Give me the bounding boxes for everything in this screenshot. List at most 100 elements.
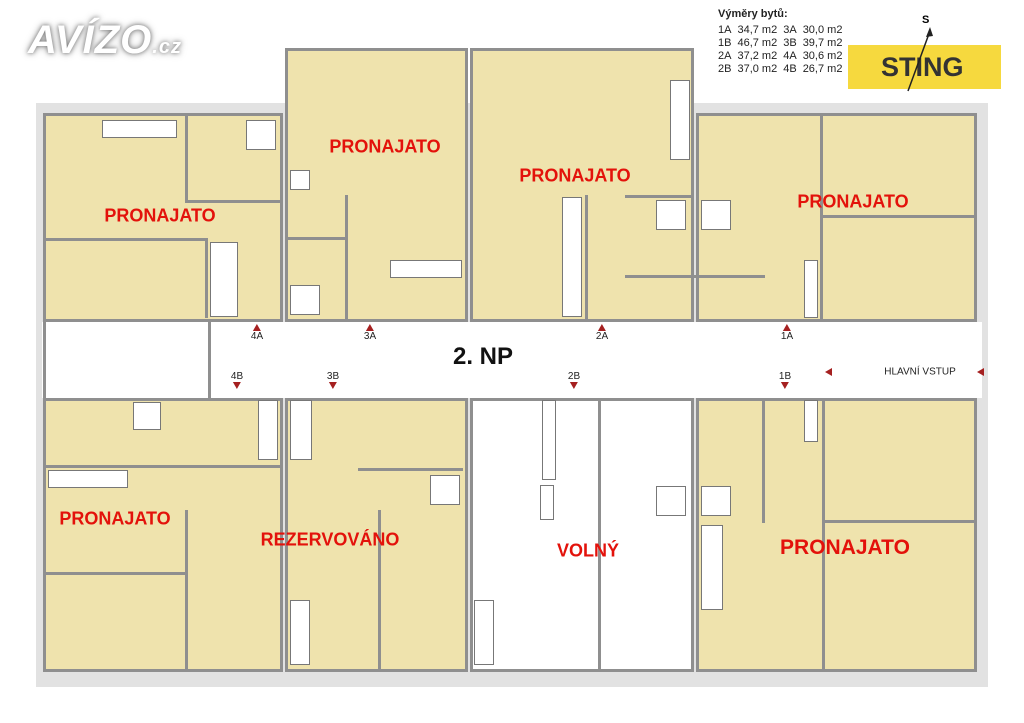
- legend-row: 1A 34,7 m2 3A 30,0 m2: [718, 24, 848, 37]
- partition: [46, 465, 186, 468]
- unit-label: 4A: [250, 331, 264, 342]
- wardrobe: [542, 400, 556, 480]
- partition: [822, 398, 825, 670]
- partition: [598, 398, 601, 670]
- legend-area: 30,0 m2: [802, 24, 843, 36]
- legend-unit: 3B: [783, 37, 797, 49]
- legend-area: 37,0 m2: [737, 63, 778, 75]
- wardrobe: [540, 485, 554, 520]
- partition: [625, 275, 765, 278]
- unit-label: 4B: [230, 371, 244, 382]
- kitchen-counter: [474, 600, 494, 665]
- legend-unit: 2B: [718, 63, 732, 75]
- shower-icon: [290, 285, 320, 315]
- partition: [130, 465, 280, 468]
- partition: [820, 215, 975, 218]
- door-2b: 2B: [568, 371, 580, 389]
- door-1b: 1B: [779, 371, 791, 389]
- legend-row: 2A 37,2 m2 4A 30,6 m2: [718, 50, 848, 63]
- unit-3a[interactable]: [285, 48, 468, 322]
- status-3a: PRONAJATO: [329, 136, 441, 157]
- legend-area: 34,7 m2: [737, 24, 778, 36]
- kitchen-counter: [290, 600, 310, 665]
- wardrobe: [290, 400, 312, 460]
- legend-area: 39,7 m2: [802, 37, 843, 49]
- legend-area: 46,7 m2: [737, 37, 778, 49]
- unit-4b[interactable]: [43, 398, 283, 672]
- door-marker-icon: [782, 324, 791, 331]
- kitchen-counter: [670, 80, 690, 160]
- compass-arrow-icon: [907, 27, 933, 92]
- unit-label: 3A: [363, 331, 377, 342]
- kitchen-counter: [48, 470, 128, 488]
- status-2a: PRONAJATO: [519, 165, 631, 186]
- floor-label: 2. NP: [452, 343, 514, 370]
- door-marker-icon: [328, 382, 337, 389]
- legend-row: 1B 46,7 m2 3B 39,7 m2: [718, 37, 848, 50]
- wardrobe: [210, 242, 238, 317]
- partition: [358, 468, 463, 471]
- legend-unit: 2A: [718, 50, 732, 62]
- unit-label: 2B: [567, 371, 581, 382]
- door-2a: 2A: [596, 324, 608, 342]
- kitchen-counter: [390, 260, 462, 278]
- door-1a: 1A: [781, 324, 793, 342]
- avizo-logo: AVÍZO.cz: [28, 18, 182, 62]
- door-3a: 3A: [364, 324, 376, 342]
- unit-label: 3B: [326, 371, 340, 382]
- sting-logo: STING: [848, 45, 1001, 89]
- partition: [585, 195, 588, 320]
- kitchen-counter: [701, 525, 723, 610]
- compass-label: S: [922, 14, 930, 26]
- partition: [185, 113, 188, 203]
- door-4a: 4A: [251, 324, 263, 342]
- main-entrance-label: HLAVNÍ VSTUP: [884, 366, 956, 378]
- status-1a: PRONAJATO: [797, 191, 909, 212]
- shower-icon: [246, 120, 276, 150]
- legend-unit: 1A: [718, 24, 732, 36]
- shower-icon: [133, 402, 161, 430]
- status-3b: REZERVOVÁNO: [260, 529, 400, 550]
- partition: [287, 237, 347, 240]
- legend-unit: 3A: [783, 24, 797, 36]
- unit-label: 1A: [780, 331, 794, 342]
- legend-unit: 1B: [718, 37, 732, 49]
- shower-icon: [701, 486, 731, 516]
- door-4b: 4B: [231, 371, 243, 389]
- legend-area: 37,2 m2: [737, 50, 778, 62]
- unit-3b[interactable]: [285, 398, 468, 672]
- status-4b: PRONAJATO: [59, 508, 171, 529]
- partition: [762, 398, 765, 523]
- wardrobe: [804, 400, 818, 442]
- door-marker-icon: [252, 324, 261, 331]
- status-1b: PRONAJATO: [780, 536, 910, 559]
- door-3b: 3B: [327, 371, 339, 389]
- partition: [185, 510, 188, 670]
- wardrobe: [804, 260, 818, 318]
- partition: [345, 195, 348, 320]
- shower-icon: [701, 200, 731, 230]
- entrance-arrow-icon: [977, 368, 984, 376]
- legend-unit: 4B: [783, 63, 797, 75]
- shower-icon: [430, 475, 460, 505]
- door-marker-icon: [597, 324, 606, 331]
- door-marker-icon: [365, 324, 374, 331]
- legend-area: 26,7 m2: [802, 63, 843, 75]
- unit-4a[interactable]: [43, 113, 283, 322]
- partition: [205, 238, 208, 318]
- legend-area: 30,6 m2: [802, 50, 843, 62]
- partition: [625, 195, 691, 198]
- partition: [378, 510, 381, 670]
- partition: [46, 572, 186, 575]
- entrance-arrow-icon: [825, 368, 832, 376]
- legend-unit: 4A: [783, 50, 797, 62]
- partition: [185, 200, 280, 203]
- partition: [46, 238, 206, 241]
- status-4a: PRONAJATO: [104, 205, 216, 226]
- unit-1b[interactable]: [696, 398, 977, 672]
- partition: [822, 520, 975, 523]
- unit-2b[interactable]: [470, 398, 694, 672]
- door-marker-icon: [569, 382, 578, 389]
